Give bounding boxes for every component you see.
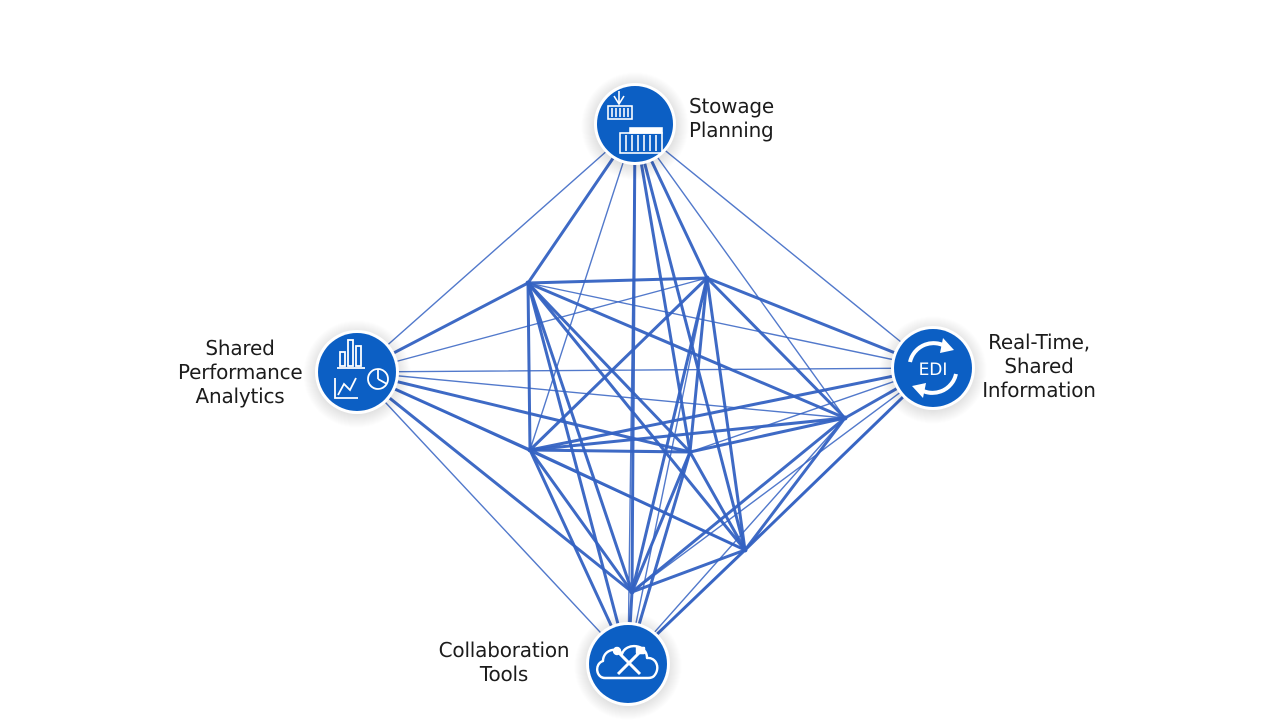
connection-line	[634, 125, 934, 369]
label-line: Information	[982, 378, 1096, 402]
node-collaboration-tools	[574, 612, 682, 720]
connection-line	[526, 281, 847, 420]
container-crane-icon	[607, 91, 663, 154]
label-line: Stowage	[689, 94, 774, 118]
connection-line	[527, 282, 934, 369]
connection-line	[528, 448, 747, 552]
label-line: Shared	[1004, 354, 1074, 378]
connection-line	[528, 448, 634, 594]
edi-sync-icon: EDI	[908, 338, 958, 398]
connection-line	[688, 450, 747, 552]
label-shared-performance-analytics: Shared Performance Analytics	[178, 336, 303, 408]
connection-line	[526, 281, 630, 664]
connection-line	[356, 125, 636, 373]
cloud-tools-icon	[596, 645, 659, 680]
junction-point	[687, 449, 693, 455]
analytics-charts-icon	[334, 339, 389, 399]
connection-line	[355, 370, 692, 454]
connection-lines	[355, 124, 935, 664]
label-line: Collaboration	[438, 638, 570, 662]
connection-line	[526, 281, 747, 552]
junction-point	[527, 447, 533, 453]
label-collaboration-tools: Collaboration Tools	[432, 638, 576, 686]
connection-line	[630, 450, 692, 594]
junction-points	[525, 275, 848, 595]
connection-line	[356, 371, 629, 663]
node-stowage-planning	[581, 72, 689, 180]
connection-line	[743, 416, 847, 552]
connection-line	[630, 416, 847, 594]
connection-line	[356, 277, 708, 373]
junction-point	[842, 415, 848, 421]
label-stowage-planning: Stowage Planning	[689, 94, 774, 142]
connection-line	[633, 124, 747, 552]
label-line: Planning	[689, 118, 774, 142]
connection-line	[529, 125, 636, 451]
node-real-time-shared-information: EDI	[879, 316, 987, 424]
junction-point	[704, 275, 710, 281]
label-real-time-shared-information: Real-Time, Shared Information	[982, 330, 1096, 402]
label-line: Real-Time,	[988, 330, 1090, 354]
connection-line	[630, 124, 637, 594]
node-shared-performance-analytics	[303, 320, 411, 428]
connection-line	[528, 366, 935, 452]
connection-line	[630, 548, 747, 594]
connection-line	[356, 371, 846, 419]
junction-point	[629, 589, 635, 595]
connection-line	[526, 276, 709, 285]
connection-line	[526, 281, 532, 452]
label-line: Tools	[479, 662, 529, 686]
connection-line	[356, 367, 934, 373]
label-line: Performance	[178, 360, 303, 384]
label-line: Analytics	[195, 384, 285, 408]
label-line: Shared	[205, 336, 275, 360]
connection-line	[633, 124, 692, 454]
edi-text: EDI	[919, 360, 948, 380]
connection-line	[631, 367, 934, 593]
connection-line	[355, 370, 634, 594]
connection-line	[705, 276, 847, 420]
junction-point	[525, 280, 531, 286]
junction-point	[742, 547, 748, 553]
connection-line	[688, 416, 847, 454]
connection-line	[526, 281, 634, 594]
connection-line	[627, 277, 708, 663]
